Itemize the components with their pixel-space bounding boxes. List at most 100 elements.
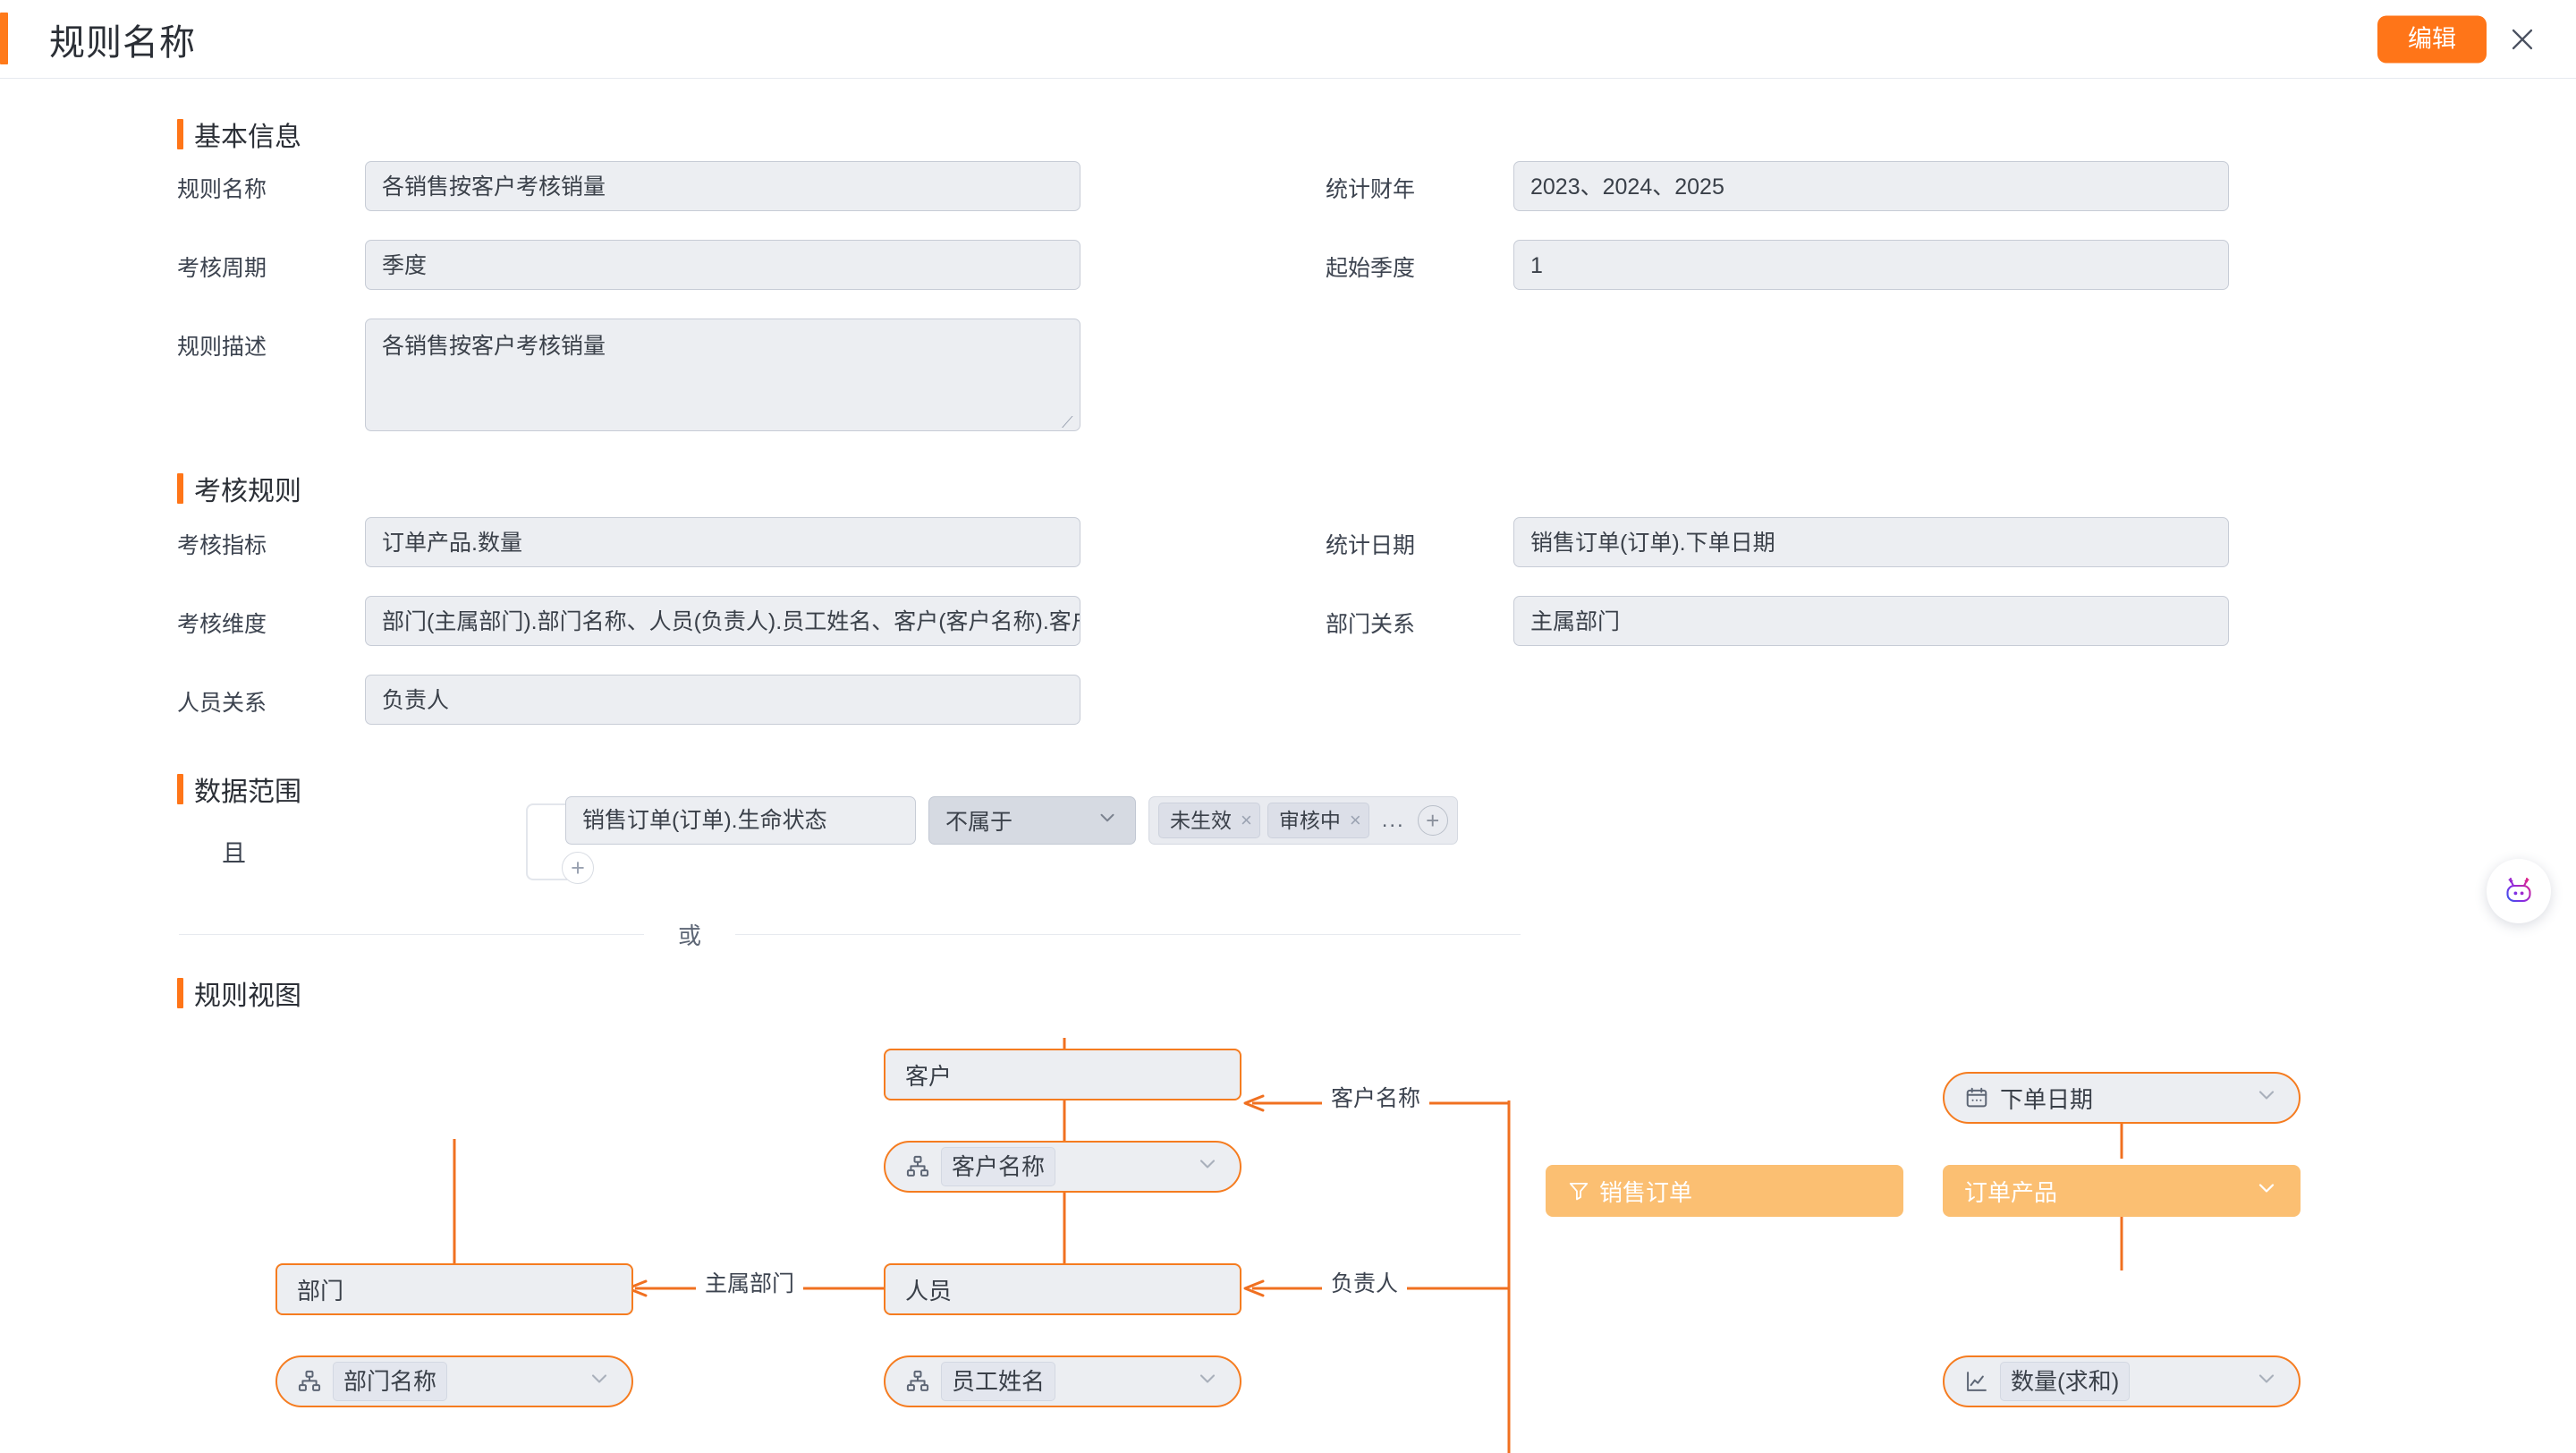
calendar-icon xyxy=(1964,1085,1989,1110)
input-indicator[interactable]: 订单产品.数量 xyxy=(365,517,1080,567)
input-person-relation[interactable]: 负责人 xyxy=(365,675,1080,725)
chevron-down-icon[interactable] xyxy=(587,1366,612,1398)
section-header-basic: 基本信息 xyxy=(177,115,301,154)
hierarchy-icon xyxy=(297,1369,322,1394)
label-start-quarter: 起始季度 xyxy=(1326,256,1416,281)
field-person-relation: 人员关系 负责人 xyxy=(177,675,1080,725)
condition-group-bracket xyxy=(526,803,567,880)
section-title-rules: 考核规则 xyxy=(194,477,301,506)
field-fiscal-year: 统计财年 2023、2024、2025 xyxy=(1326,161,2229,211)
resize-grip-icon[interactable]: ⟋ xyxy=(1062,413,1073,431)
divider-line-right xyxy=(735,933,1521,935)
label-stat-date: 统计日期 xyxy=(1326,533,1416,558)
rule-view-diagram: 客户 客户名称 人员 xyxy=(0,1011,2576,1453)
node-customer-label: 客户 xyxy=(905,1062,953,1090)
logic-and-label[interactable]: 且 xyxy=(222,840,246,867)
node-department[interactable]: 部门 xyxy=(275,1263,633,1315)
node-sales-order[interactable]: 销售订单 xyxy=(1546,1165,1903,1217)
section-title-scope: 数据范围 xyxy=(194,777,301,807)
node-person-label: 人员 xyxy=(905,1277,953,1304)
logic-or-divider: 或 xyxy=(179,916,1521,952)
field-period: 考核周期 季度 xyxy=(177,240,1080,290)
add-value-icon[interactable]: + xyxy=(1417,805,1448,836)
section-title-basic: 基本信息 xyxy=(194,123,301,152)
field-dimension: 考核维度 部门(主属部门).部门名称、人员(负责人).员工姓名、客户(客户名称)… xyxy=(177,596,1080,646)
input-period[interactable]: 季度 xyxy=(365,240,1080,290)
add-condition-icon[interactable]: + xyxy=(562,852,594,884)
edge-label-main-department: 主属部门 xyxy=(696,1266,804,1298)
header-accent-bar xyxy=(0,13,8,64)
value-tag[interactable]: 未生效 × xyxy=(1158,803,1260,838)
input-dimension[interactable]: 部门(主属部门).部门名称、人员(负责人).员工姓名、客户(客户名称).客户 xyxy=(365,596,1080,646)
section-accent-bar xyxy=(177,774,183,804)
value-overflow-ellipsis[interactable]: ... xyxy=(1381,808,1405,832)
field-start-quarter: 起始季度 1 xyxy=(1326,240,2229,290)
field-dept-relation: 部门关系 主属部门 xyxy=(1326,596,2229,646)
label-dimension: 考核维度 xyxy=(177,612,267,637)
node-customer-dimension[interactable]: 客户名称 xyxy=(884,1141,1241,1193)
chevron-down-icon[interactable] xyxy=(1195,1151,1220,1183)
value-tag-label: 未生效 xyxy=(1170,809,1232,832)
condition-operator-select[interactable]: 不属于 xyxy=(928,796,1136,845)
node-sales-order-label: 销售订单 xyxy=(1599,1178,1693,1206)
value-tag-label: 审核中 xyxy=(1278,809,1341,832)
node-quantity-metric-label: 数量(求和) xyxy=(2000,1362,2131,1401)
hierarchy-icon xyxy=(905,1369,930,1394)
remove-tag-icon[interactable]: × xyxy=(1349,809,1361,831)
input-dept-relation[interactable]: 主属部门 xyxy=(1513,596,2229,646)
field-rule-name: 规则名称 各销售按客户考核销量 xyxy=(177,161,1080,211)
divider-line-left xyxy=(179,933,644,935)
section-title-view: 规则视图 xyxy=(194,981,301,1011)
condition-values[interactable]: 未生效 × 审核中 × ... + xyxy=(1148,796,1458,845)
edit-button[interactable]: 编辑 xyxy=(2377,15,2487,63)
condition-builder: 且 销售订单(订单).生命状态 不属于 未生效 × 审核中 × ... xyxy=(179,787,1521,913)
filter-icon xyxy=(1567,1179,1590,1202)
input-rule-name[interactable]: 各销售按客户考核销量 xyxy=(365,161,1080,211)
node-department-label: 部门 xyxy=(297,1277,344,1304)
section-header-view: 规则视图 xyxy=(177,973,301,1013)
label-description: 规则描述 xyxy=(177,335,267,360)
label-fiscal-year: 统计财年 xyxy=(1326,177,1416,202)
label-person-relation: 人员关系 xyxy=(177,691,267,716)
label-dept-relation: 部门关系 xyxy=(1326,612,1416,637)
condition-field-input[interactable]: 销售订单(订单).生命状态 xyxy=(565,796,916,845)
node-department-dimension[interactable]: 部门名称 xyxy=(275,1355,633,1407)
section-header-scope: 数据范围 xyxy=(177,769,301,809)
label-rule-name: 规则名称 xyxy=(177,177,267,202)
field-description: 规则描述 各销售按客户考核销量 ⟋ xyxy=(177,319,1080,431)
input-stat-date[interactable]: 销售订单(订单).下单日期 xyxy=(1513,517,2229,567)
hierarchy-icon xyxy=(905,1154,930,1179)
chevron-down-icon[interactable] xyxy=(2254,1083,2279,1114)
textarea-description[interactable]: 各销售按客户考核销量 ⟋ xyxy=(365,319,1080,431)
chart-line-icon xyxy=(1964,1369,1989,1394)
input-start-quarter[interactable]: 1 xyxy=(1513,240,2229,290)
condition-operator-value: 不属于 xyxy=(945,810,1013,835)
section-header-rules: 考核规则 xyxy=(177,469,301,508)
label-indicator: 考核指标 xyxy=(177,533,267,558)
close-icon[interactable] xyxy=(2503,20,2542,59)
node-quantity-metric[interactable]: 数量(求和) xyxy=(1943,1355,2301,1407)
robot-assistant-icon[interactable] xyxy=(2487,859,2551,923)
node-person-dimension-label: 员工姓名 xyxy=(941,1362,1056,1401)
remove-tag-icon[interactable]: × xyxy=(1241,809,1252,831)
page-header: 规则名称 编辑 xyxy=(0,0,2576,79)
node-customer[interactable]: 客户 xyxy=(884,1049,1241,1100)
node-order-product[interactable]: 订单产品 xyxy=(1943,1165,2301,1217)
edge-label-customer-name: 客户名称 xyxy=(1322,1081,1430,1113)
value-tag[interactable]: 审核中 × xyxy=(1267,803,1369,838)
node-person-dimension[interactable]: 员工姓名 xyxy=(884,1355,1241,1407)
chevron-down-icon[interactable] xyxy=(2254,1366,2279,1398)
chevron-down-icon[interactable] xyxy=(2254,1176,2279,1207)
section-accent-bar xyxy=(177,978,183,1008)
node-order-date[interactable]: 下单日期 xyxy=(1943,1072,2301,1124)
textarea-description-value: 各销售按客户考核销量 xyxy=(382,334,606,359)
chevron-down-icon[interactable] xyxy=(1195,1366,1220,1398)
field-indicator: 考核指标 订单产品.数量 xyxy=(177,517,1080,567)
input-fiscal-year[interactable]: 2023、2024、2025 xyxy=(1513,161,2229,211)
logic-or-label[interactable]: 或 xyxy=(678,922,702,949)
node-person[interactable]: 人员 xyxy=(884,1263,1241,1315)
node-order-product-label: 订单产品 xyxy=(1964,1178,2058,1206)
edge-label-owner: 负责人 xyxy=(1322,1266,1408,1298)
section-accent-bar xyxy=(177,119,183,149)
